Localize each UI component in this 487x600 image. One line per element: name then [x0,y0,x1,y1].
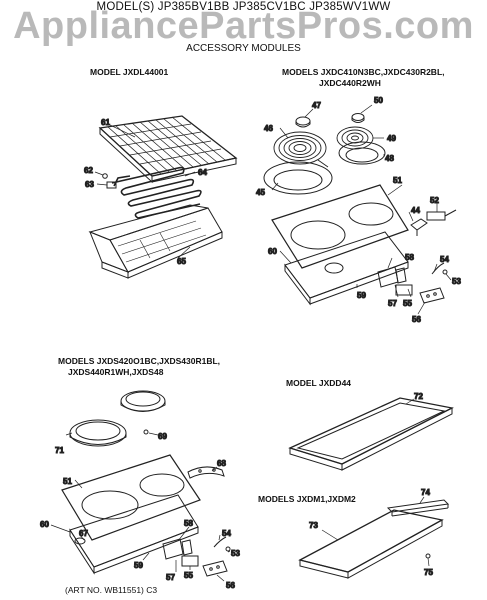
callout-45: 45 [256,188,265,197]
callout-60-jxds: 60 [40,520,49,529]
coil-cooktop-panel [271,184,409,269]
art-number: (ART NO. WB11551) C3 [65,585,158,595]
section-title-jxds-line1: MODELS JXDS420O1BC,JXDS430R1BL, [58,356,221,366]
cover-panel [298,509,444,579]
callout-55-jxds: 55 [184,571,193,580]
watermark: AppliancePartsPros.com [13,5,474,47]
callout-69: 69 [158,432,167,441]
switch-assembly [377,266,445,304]
section-title-jxdl: MODEL JXDL44001 [90,67,169,77]
solid-switch-assembly [162,538,228,577]
drip-bowl-large [263,161,333,195]
grill-screw [102,173,108,179]
callout-73: 73 [309,521,318,530]
callout-74: 74 [421,488,430,497]
callout-75: 75 [424,568,433,577]
section-title-jxds-line2: JXDS440R1WH,JXDS48 [68,367,164,377]
callout-52: 52 [430,196,439,205]
solid-base-pan [69,494,199,575]
solid-wire-54 [213,536,227,548]
callout-58-jxdc: 58 [405,253,414,262]
coil-base-pan [284,231,409,306]
screw-69 [143,429,149,435]
callout-44: 44 [411,206,420,215]
terminal-block-44 [410,218,428,236]
jxdc-diagram: 47 50 46 49 48 45 51 44 52 60 58 54 53 5… [256,96,462,325]
callout-64: 64 [198,168,207,177]
section-title-jxdd: MODEL JXDD44 [286,378,352,388]
callout-65: 65 [177,257,186,266]
grill-heating-element [111,166,202,219]
callout-68: 68 [217,459,226,468]
drip-bowl-small [338,141,386,165]
control-knob-47 [295,116,311,126]
griddle [288,397,454,471]
section-title-jxdc-line1: MODELS JXDC410N3BC,JXDC430R2BL, [282,67,445,77]
page-subtitle: ACCESSORY MODULES [186,43,301,54]
callout-57-jxds: 57 [166,573,175,582]
callout-55-jxdc: 55 [403,299,412,308]
control-knob-50 [351,113,365,121]
callout-72: 72 [414,392,423,401]
solid-cooktop-panel [61,454,201,541]
solid-element-large [69,419,127,447]
jxdl-diagram: 61 62 63 64 65 [84,115,238,279]
callout-60-jxdc: 60 [268,247,277,256]
callout-48: 48 [385,154,394,163]
callout-56-jxdc: 56 [412,315,421,324]
callout-61: 61 [101,118,110,127]
callout-71: 71 [55,446,64,455]
cover-screw-75 [425,553,431,559]
callout-50: 50 [374,96,383,105]
callout-58-jxds: 58 [184,519,193,528]
bracket-68 [187,466,225,479]
receptacle-52 [426,209,457,221]
solid-element-small [120,390,166,412]
section-title-jxdc-line2: JXDC440R2WH [319,78,381,88]
callout-54-jxds: 54 [222,529,231,538]
section-title-jxds: MODELS JXDS420O1BC,JXDS430R1BL, JXDS440R… [58,356,220,378]
callout-51-jxdc: 51 [393,176,402,185]
callout-57-jxdc: 57 [388,299,397,308]
callout-59-jxds: 59 [134,561,143,570]
callout-53-jxds: 53 [231,549,240,558]
section-title-jxdm: MODELS JXDM1,JXDM2 [258,494,356,504]
callout-54-jxdc: 54 [440,255,449,264]
callout-62: 62 [84,166,93,175]
callout-46: 46 [264,124,273,133]
grill-grate [98,115,238,184]
grill-pan [88,204,223,279]
callout-51-jxds: 51 [63,477,72,486]
jxdd-diagram: 72 [288,392,454,471]
callout-53-jxdc: 53 [452,277,461,286]
jxds-diagram: 71 69 68 51 60 67 58 54 53 59 57 55 56 [40,390,241,591]
callout-49: 49 [387,134,396,143]
solid-screw-53 [225,546,231,552]
large-coil-element [273,131,329,168]
wire-54 [431,262,445,275]
section-title-jxdc: MODELS JXDC410N3BC,JXDC430R2BL, JXDC440R… [282,67,445,89]
model-line: MODEL(S) JP385BV1BB JP385CV1BC JP385WV1W… [96,1,391,13]
callout-63: 63 [85,180,94,189]
callout-67: 67 [79,529,88,538]
callout-56-jxds: 56 [226,581,235,590]
callout-47: 47 [312,101,321,110]
small-coil-element [336,126,374,150]
screw-53 [442,269,448,275]
cover-handle [386,499,450,517]
callout-59-jxdc: 59 [357,291,366,300]
jxdm-diagram: 74 73 75 [298,488,450,579]
